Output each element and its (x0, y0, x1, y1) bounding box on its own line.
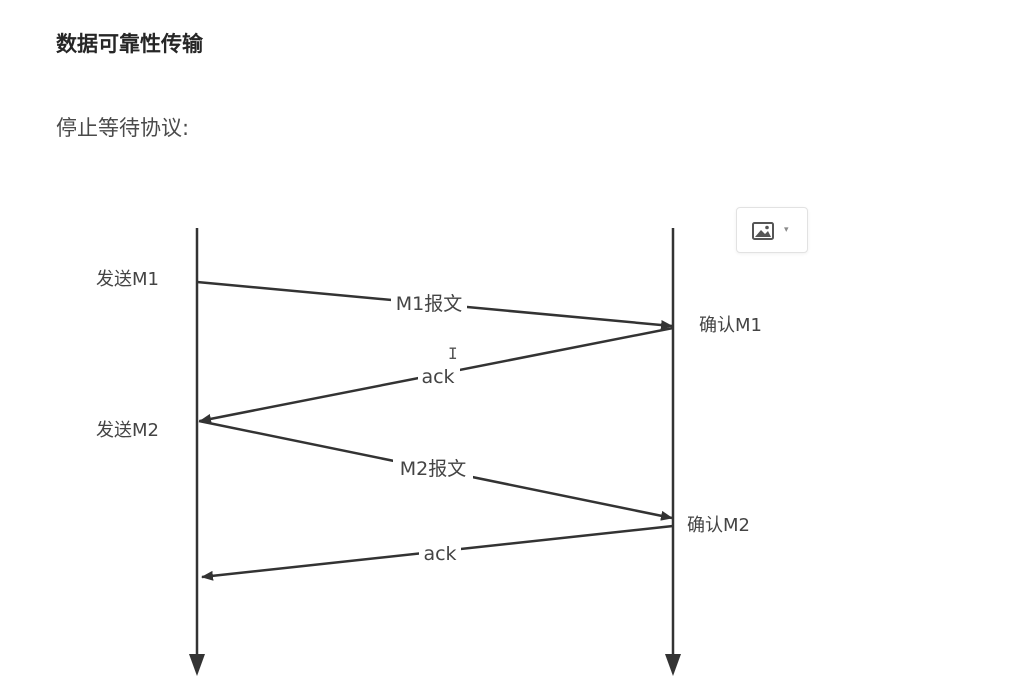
receiver-event-m2: 确认M2 (687, 515, 750, 536)
protocol-subheading: 停止等待协议: (56, 116, 190, 140)
chevron-down-icon: ▾ (784, 225, 789, 235)
message-label-m1: M1报文 (396, 293, 462, 315)
image-options-button[interactable]: ▾ (736, 207, 808, 253)
receiver-event-m1: 确认M1 (699, 315, 762, 336)
sender-timeline-arrow-icon (189, 654, 205, 676)
image-icon (752, 222, 774, 240)
sender-event-m2: 发送M2 (96, 420, 159, 441)
receiver-timeline-arrow-icon (665, 654, 681, 676)
sender-event-m1: 发送M1 (96, 269, 159, 290)
message-label-ack1: ack (421, 366, 454, 388)
text-cursor-icon: I (448, 344, 458, 363)
section-heading: 数据可靠性传输 (56, 32, 203, 56)
message-label-m2: M2报文 (400, 458, 466, 480)
message-label-ack2: ack (423, 543, 456, 565)
